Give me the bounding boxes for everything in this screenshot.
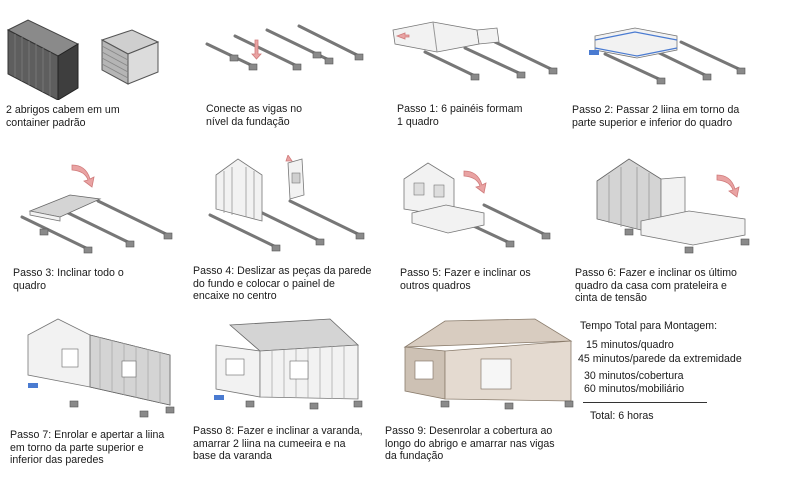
step-beams: Conecte as vigas no nível da fundação (195, 0, 385, 150)
totals-line: 30 minutos/cobertura (584, 370, 684, 382)
wrapped-walls-illustration (27, 318, 175, 418)
step-container: 2 abrigos cabem em um container padrão (0, 0, 190, 150)
step-caption: Passo 9: Desenrolar a cobertura ao longo… (385, 425, 555, 463)
totals-divider (583, 402, 707, 403)
totals-line: 45 minutos/parede da extremidade (578, 353, 742, 365)
step-caption: Passo 4: Deslizar as peças da parede do … (193, 265, 372, 303)
totals-title: Tempo Total para Montagem: (580, 320, 718, 332)
foundation-beams-illustration (205, 24, 364, 71)
step-passo-7: Passo 7: Enrolar e apertar a liina em to… (0, 315, 190, 477)
step-passo-6: Passo 6: Fazer e inclinar os último quad… (565, 155, 789, 315)
step-passo-2: Passo 2: Passar 2 liina em torno da part… (565, 0, 789, 150)
step-passo-9: Passo 9: Desenrolar a cobertura ao longo… (385, 315, 580, 477)
step-passo-3: Passo 3: Inclinar todo o quadro (0, 155, 190, 305)
step-passo-5: Passo 5: Fazer e inclinar os outros quad… (390, 155, 575, 305)
porch-illustration (214, 318, 363, 410)
back-wall-illustration (208, 155, 365, 252)
shipping-container-illustration (6, 19, 160, 100)
step-caption: Conecte as vigas no nível da fundação (206, 103, 302, 128)
stacked-panels-icon (100, 29, 160, 85)
step-caption: 2 abrigos cabem em um container padrão (6, 104, 120, 129)
six-panel-frame-illustration (392, 21, 558, 81)
step-caption: Passo 5: Fazer e inclinar os outros quad… (400, 267, 531, 292)
last-frame-illustration (596, 158, 750, 254)
step-caption: Passo 3: Inclinar todo o quadro (13, 267, 124, 292)
strapped-frame-illustration (589, 27, 746, 85)
step-passo-1: Passo 1: 6 painéis formam 1 quadro (385, 0, 575, 150)
step-caption: Passo 6: Fazer e inclinar os último quad… (575, 267, 737, 305)
step-caption: Passo 1: 6 painéis formam 1 quadro (397, 103, 523, 128)
more-frames-illustration (403, 162, 551, 248)
totals-line: 15 minutos/quadro (586, 339, 674, 351)
totals-total: Total: 6 horas (590, 410, 654, 422)
step-passo-8: Passo 8: Fazer e inclinar a varanda, ama… (190, 315, 385, 477)
step-caption: Passo 7: Enrolar e apertar a liina em to… (10, 429, 165, 467)
totals-line: 60 minutos/mobiliário (584, 383, 685, 395)
step-passo-4: Passo 4: Deslizar as peças da parede do … (190, 155, 385, 305)
tilt-frame-illustration (20, 164, 173, 254)
covered-shelter-illustration (403, 318, 574, 410)
step-caption: Passo 2: Passar 2 liina em torno da part… (572, 104, 740, 129)
step-caption: Passo 8: Fazer e inclinar a varanda, ama… (193, 425, 363, 463)
